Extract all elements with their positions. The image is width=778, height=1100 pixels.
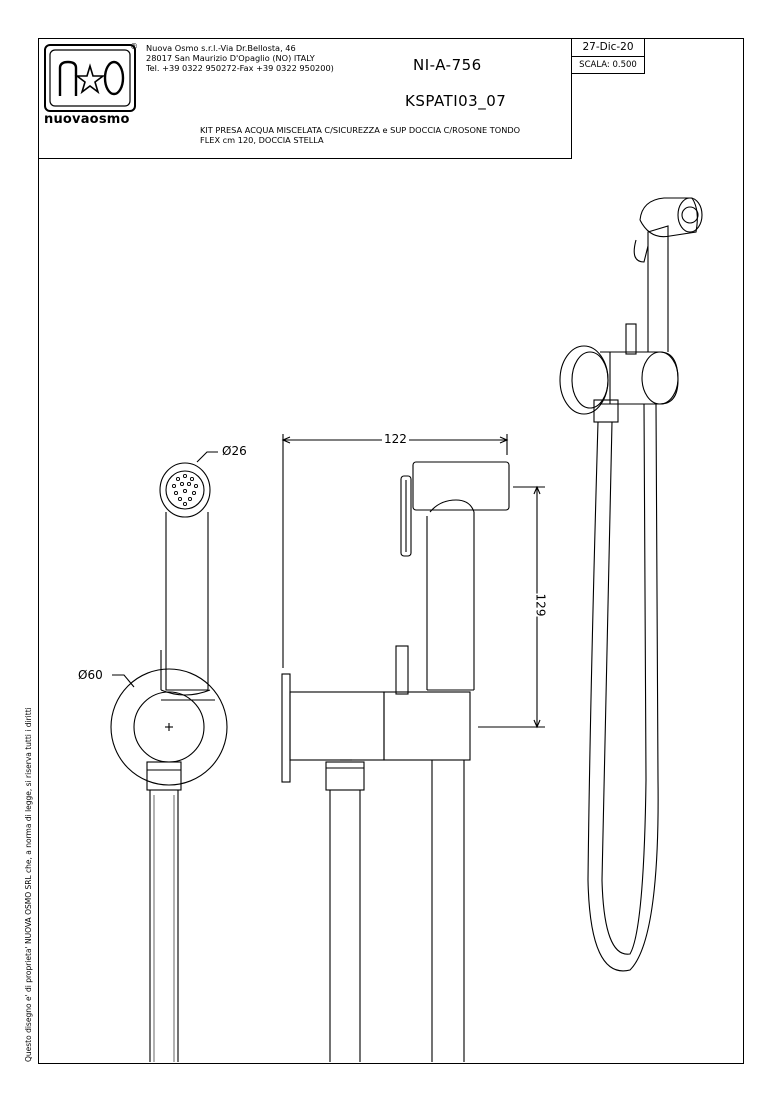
isometric-view bbox=[559, 197, 703, 972]
title-block bbox=[38, 38, 572, 159]
drawing-scale: SCALA: 0.500 bbox=[571, 56, 645, 74]
company-address-line-2: 28017 San Maurizio D'Opaglio (NO) ITALY bbox=[146, 53, 315, 63]
drawing-sheet-border bbox=[38, 38, 744, 1064]
dim-height: 129 bbox=[533, 593, 548, 617]
head-circle bbox=[159, 462, 211, 518]
description-line-1: KIT PRESA ACQUA MISCELATA C/SICUREZZA e … bbox=[200, 125, 521, 135]
side-view bbox=[281, 434, 545, 1062]
spray-nozzles-icon bbox=[171, 473, 199, 507]
dim-width: 122 bbox=[382, 432, 409, 446]
registered-mark: ® bbox=[130, 42, 138, 51]
drawing-number: NI-A-756 bbox=[413, 56, 482, 74]
dim-head-diameter: Ø26 bbox=[222, 444, 247, 458]
company-address-line-3: Tel. +39 0322 950272-Fax +39 0322 950200… bbox=[146, 63, 334, 73]
company-logo-text: nuovaosmo bbox=[44, 112, 130, 127]
description-line-2: FLEX cm 120, DOCCIA STELLA bbox=[200, 135, 324, 145]
company-address-line-1: Nuova Osmo s.r.l.-Via Dr.Bellosta, 46 bbox=[146, 43, 296, 53]
product-code: KSPATI03_07 bbox=[405, 92, 507, 110]
front-view bbox=[110, 451, 228, 1062]
dim-rosette-diameter: Ø60 bbox=[78, 668, 103, 682]
logo-mark-icon bbox=[49, 49, 131, 107]
rosette-outline bbox=[110, 668, 228, 786]
company-logo bbox=[44, 44, 136, 112]
